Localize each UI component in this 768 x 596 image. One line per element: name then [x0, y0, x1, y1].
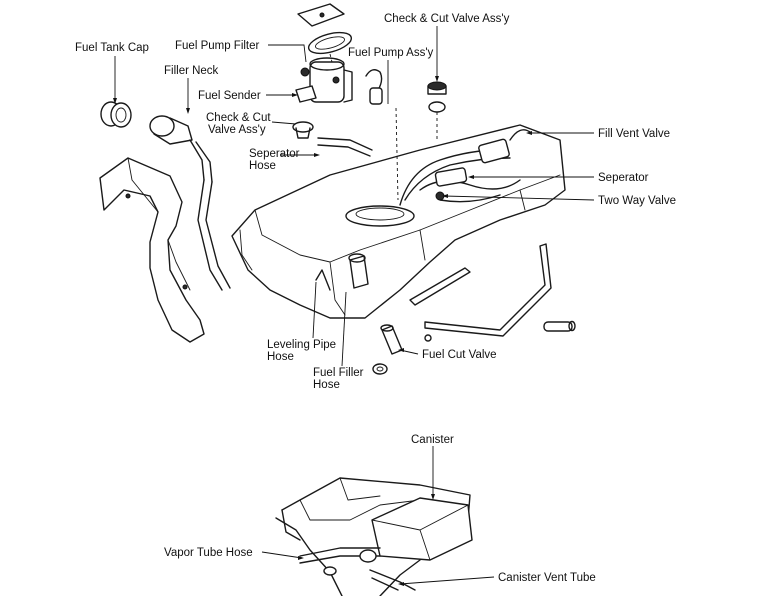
label-canister: Canister — [411, 434, 454, 446]
label-leveling-pipe-hose-2: Hose — [267, 351, 294, 363]
label-seperator-hose-1: Seperator — [249, 148, 300, 160]
part-labels: Fuel Tank Cap Fuel Pump Filter Check & C… — [75, 13, 676, 584]
label-check-cut-valve-top: Check & Cut Valve Ass'y — [384, 13, 510, 25]
label-seperator-hose-2: Hose — [249, 160, 276, 172]
label-vapor-tube-hose: Vapor Tube Hose — [164, 547, 253, 559]
fuel-cut-valve-drawing — [372, 324, 403, 375]
label-leveling-pipe-hose-1: Leveling Pipe — [267, 339, 336, 351]
fuel-filler-tube-drawing — [99, 157, 205, 343]
fuel-pump-assembly-drawing — [295, 3, 447, 113]
label-two-way-valve: Two Way Valve — [598, 195, 676, 207]
leader-arrowheads — [113, 76, 532, 586]
label-filler-neck: Filler Neck — [164, 65, 219, 77]
label-fuel-pump-assy: Fuel Pump Ass'y — [348, 47, 434, 59]
label-fuel-tank-cap: Fuel Tank Cap — [75, 42, 149, 54]
label-fuel-filler-hose-2: Hose — [313, 379, 340, 391]
label-fuel-sender: Fuel Sender — [198, 90, 261, 102]
filler-neck-drawing — [149, 115, 231, 291]
label-check-cut-valve-side-1: Check & Cut — [206, 112, 271, 124]
label-fuel-pump-filter: Fuel Pump Filter — [175, 40, 260, 52]
fuel-tank-cap-drawing — [100, 101, 132, 128]
label-fill-vent-valve: Fill Vent Valve — [598, 128, 670, 140]
misc-small-parts — [424, 320, 576, 342]
check-cut-valve-side-drawing — [292, 121, 314, 139]
label-check-cut-valve-side-2: Valve Ass'y — [208, 124, 266, 136]
fuel-filler-hose-drawing — [315, 253, 369, 291]
label-canister-vent-tube: Canister Vent Tube — [498, 572, 596, 584]
label-fuel-cut-valve: Fuel Cut Valve — [422, 349, 497, 361]
leader-lines — [114, 26, 595, 585]
fuel-tank — [231, 124, 566, 337]
label-fuel-filler-hose-1: Fuel Filler — [313, 367, 364, 379]
label-seperator: Seperator — [598, 172, 649, 184]
canister-assembly-drawing — [275, 477, 473, 596]
